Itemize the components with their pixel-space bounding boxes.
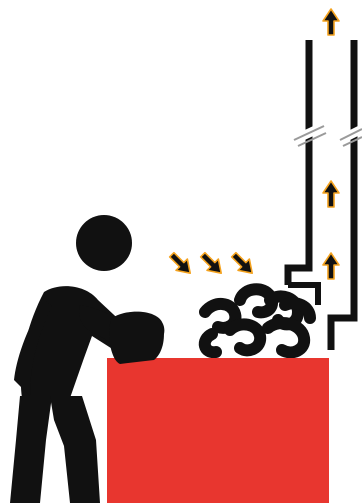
arrow-up-icon xyxy=(323,253,339,279)
arrow-up-icon xyxy=(323,181,339,207)
airflow-up-arrows xyxy=(323,9,339,279)
airflow-intake-arrows xyxy=(166,249,258,279)
table-icon xyxy=(107,358,329,503)
arrow-down-right-icon xyxy=(197,249,227,279)
arrow-down-right-icon xyxy=(228,249,258,279)
arrow-up-icon xyxy=(323,9,339,35)
arrow-down-right-icon xyxy=(166,249,196,279)
debris-cluster-icon xyxy=(205,289,310,352)
